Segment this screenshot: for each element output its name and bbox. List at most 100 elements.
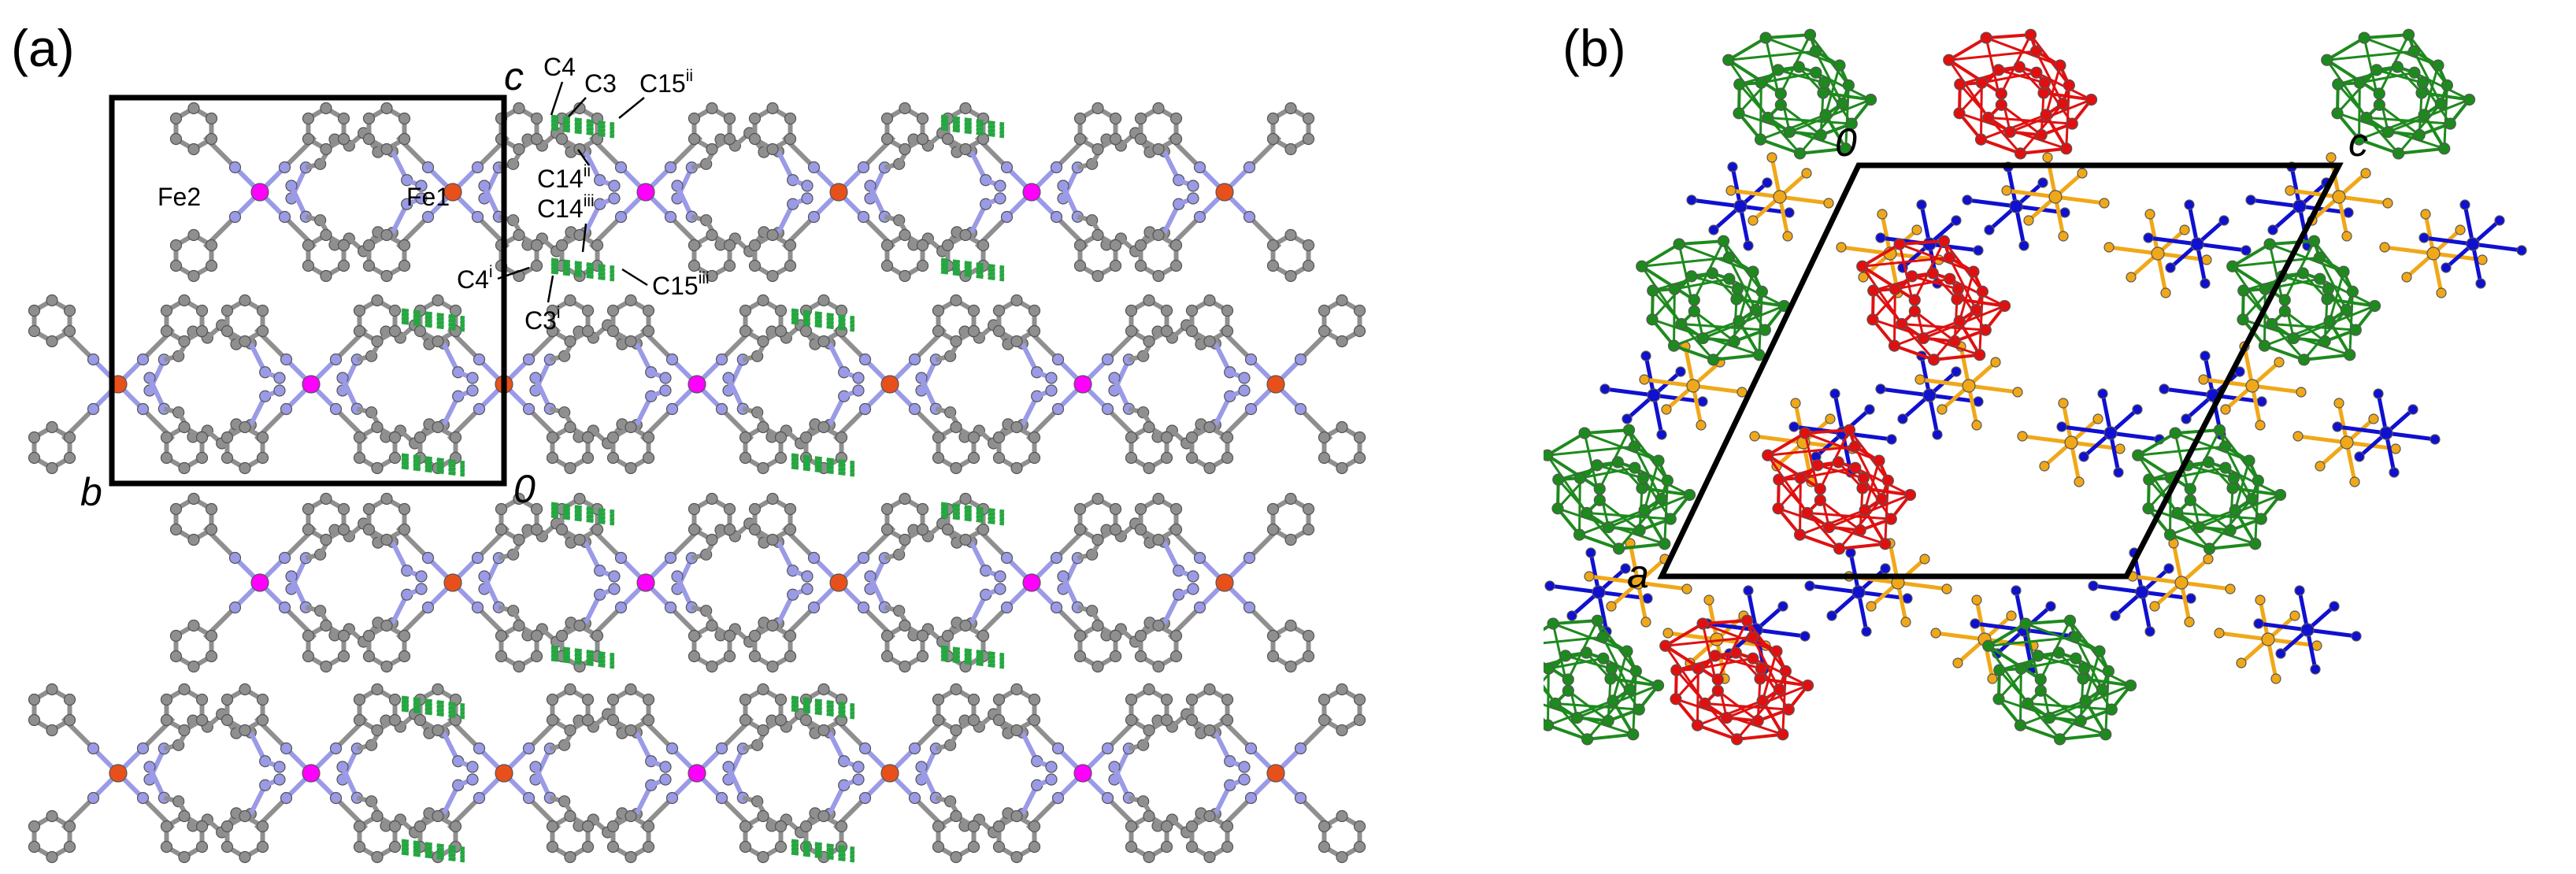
carbon-atom xyxy=(1134,239,1147,252)
cluster-bond xyxy=(2019,724,2061,741)
cluster-atom xyxy=(1773,683,1785,696)
carbon-atom xyxy=(555,629,569,643)
cluster-atom xyxy=(2266,317,2278,331)
anion-center xyxy=(2048,190,2063,204)
cluster-atom xyxy=(1544,719,1555,731)
carbon-atom xyxy=(1353,324,1366,338)
hbond-contact xyxy=(940,653,1005,665)
cluster-atom xyxy=(1652,454,1665,467)
anion-atom xyxy=(2292,431,2304,442)
carbon-atom xyxy=(195,324,209,338)
cluster-bond xyxy=(1800,466,1856,480)
anion-bond xyxy=(2108,245,2159,256)
carbon-atom xyxy=(546,431,559,444)
hbond-contact xyxy=(401,846,465,859)
carbon-atom xyxy=(388,840,402,854)
cluster-atom xyxy=(2085,93,2098,106)
anion-atom xyxy=(2012,387,2023,398)
anion-atom xyxy=(2001,185,2012,196)
carbon-atom xyxy=(1134,259,1147,272)
bridge-atom xyxy=(608,570,621,583)
cluster-atom xyxy=(2346,285,2359,298)
nitrogen-atom xyxy=(664,551,677,565)
hbond-contact xyxy=(940,261,1005,274)
carbon-atom xyxy=(388,304,402,317)
anion-center xyxy=(2300,623,2315,637)
cluster-atom xyxy=(1856,482,1869,494)
cluster-atom xyxy=(1629,461,1641,474)
carbon-atom xyxy=(581,693,595,706)
anion-atom xyxy=(1743,585,1754,596)
anion-atom xyxy=(1897,413,1908,424)
hbond-contact xyxy=(401,850,465,863)
carbon-atom xyxy=(817,683,830,696)
anion-atom xyxy=(1825,413,1836,424)
cluster-bond xyxy=(1987,622,2027,647)
cluster-cations xyxy=(1544,28,2476,746)
carbon-atom xyxy=(1109,259,1122,272)
cluster-atom xyxy=(1655,493,1667,506)
cluster-atom xyxy=(1747,265,1759,278)
carbon-atom xyxy=(581,840,595,854)
cluster-atom xyxy=(2056,98,2069,110)
cluster-atom xyxy=(1573,528,1586,541)
carbon-atom xyxy=(1353,713,1366,727)
carbon-atom xyxy=(817,420,830,434)
nitrogen-atom xyxy=(715,791,728,805)
anion-atom xyxy=(2351,631,2362,642)
bridge-atom xyxy=(1238,773,1251,786)
cluster-bond xyxy=(2363,33,2409,40)
cluster-atom xyxy=(1597,652,1610,665)
nitrogen-atom xyxy=(329,402,343,416)
anion-atom xyxy=(1640,617,1651,628)
carbon-atom xyxy=(817,809,830,823)
cluster-atom xyxy=(1759,31,1772,44)
carbon-atom xyxy=(706,492,718,506)
carbon-atom xyxy=(916,629,929,643)
hbond-contact xyxy=(940,126,1005,139)
cluster-bond xyxy=(1765,33,1811,40)
carbon-atom xyxy=(1353,451,1366,465)
cluster-atom xyxy=(1992,693,2005,705)
cluster-bond xyxy=(1807,511,1892,520)
anion-atom xyxy=(2275,648,2286,659)
anion-atom xyxy=(2144,209,2155,220)
cluster-atom xyxy=(1754,672,1766,685)
anion-bond xyxy=(1935,631,1985,642)
carbon-atom xyxy=(723,502,736,516)
carbon-atom xyxy=(1152,533,1165,546)
carbon-atom xyxy=(625,461,637,475)
atom-label-c3-i: C3i xyxy=(524,304,561,335)
cluster-atom xyxy=(2441,79,2453,91)
carbon-atom xyxy=(748,629,762,643)
cluster-atom xyxy=(1975,76,1988,89)
cluster-atom xyxy=(1621,645,1633,657)
carbon-atom xyxy=(337,132,350,146)
anion-atom xyxy=(2184,199,2195,210)
bridge-atom xyxy=(466,384,479,397)
carbon-atom xyxy=(1284,102,1297,115)
hbond-contact xyxy=(791,453,855,465)
carbon-atom xyxy=(739,324,752,338)
cluster-bond xyxy=(1737,69,1779,114)
cluster-atom xyxy=(1605,662,1618,675)
cluster-atom xyxy=(2444,117,2456,130)
cluster-atom xyxy=(1754,133,1767,146)
carbon-atom xyxy=(1318,324,1331,338)
carbon-atom xyxy=(748,523,762,536)
cluster-atom xyxy=(2352,133,2366,146)
cluster-atom xyxy=(2297,354,2311,366)
carbon-atom xyxy=(774,693,788,706)
cluster-bond xyxy=(1948,36,1988,61)
anion-atom xyxy=(2255,420,2266,431)
carbon-atom xyxy=(1203,809,1216,823)
hbond-contact xyxy=(940,118,1005,131)
anion-atom xyxy=(2160,287,2171,298)
cluster-atom xyxy=(1864,93,1877,106)
nitrogen-atom xyxy=(1193,210,1206,224)
carbon-atom xyxy=(371,420,384,434)
cluster-bond xyxy=(1584,428,1629,435)
bridge-atom xyxy=(1187,180,1199,192)
carbon-atom xyxy=(880,112,894,125)
bridge-atom xyxy=(1045,372,1058,384)
